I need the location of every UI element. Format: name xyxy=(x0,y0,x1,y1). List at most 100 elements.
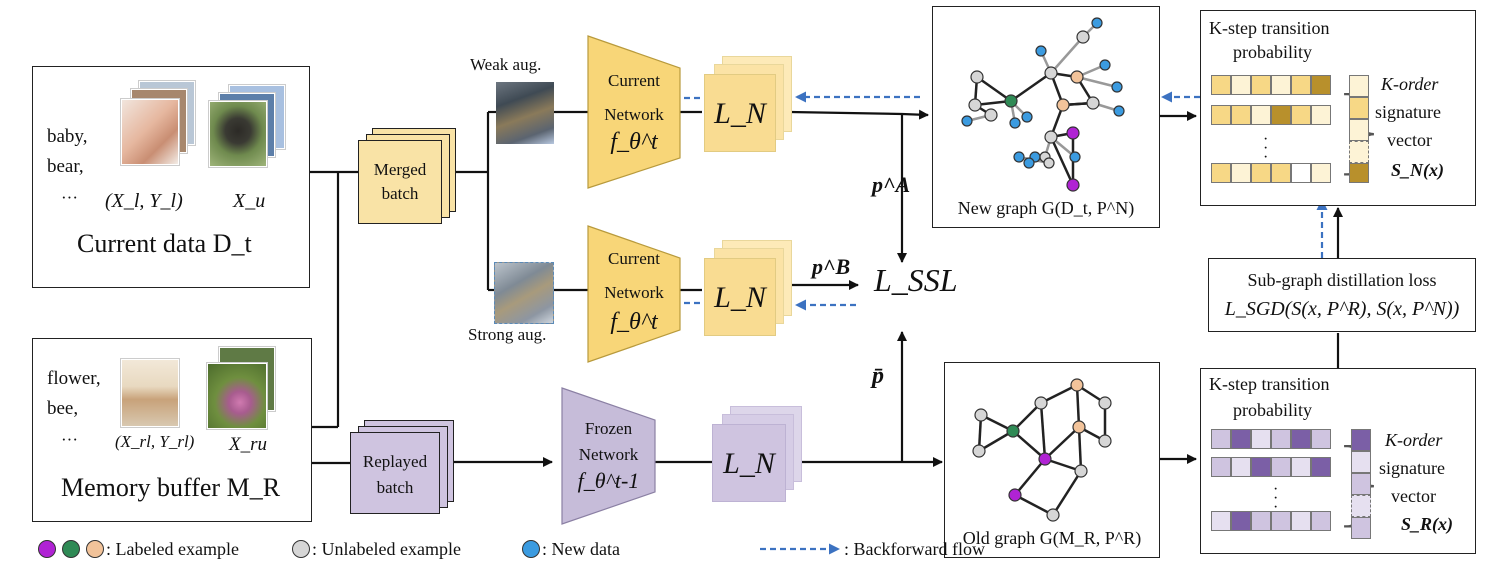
node-labeled-purple xyxy=(1008,488,1022,502)
legend-purple-dot xyxy=(38,540,56,558)
edge-black xyxy=(1075,384,1081,428)
unlabeled-image-bee xyxy=(207,363,267,429)
new-signature-vector xyxy=(1349,75,1369,183)
edge-gray xyxy=(1050,36,1084,74)
merged-batch-block: Merged batch xyxy=(358,140,442,224)
sgd-loss-box: Sub-graph distillation loss L_SGD(S(x, P… xyxy=(1208,258,1476,332)
sgd-loss-title: Sub-graph distillation loss xyxy=(1247,270,1437,290)
node-labeled-green xyxy=(1006,424,1020,438)
new-transition-title-line2: probability xyxy=(1233,42,1312,62)
legend-peach-dot xyxy=(86,540,104,558)
arrow-ln-to-newgraph xyxy=(789,109,929,120)
old-signature-vector xyxy=(1351,429,1371,539)
old-transition-box: K-step transition probability ··· } K-or… xyxy=(1200,368,1476,554)
edge-black xyxy=(1010,71,1052,103)
node-unlabeled xyxy=(1046,508,1060,522)
class-label-2: bear, xyxy=(47,156,84,177)
legend-labeled-text: : Labeled example xyxy=(106,539,239,559)
new-transition-box: K-step transition probability ··· } K-or… xyxy=(1200,10,1476,206)
unlabeled-image-bear xyxy=(209,101,267,167)
labeled-image-baby xyxy=(121,99,179,165)
edge-black xyxy=(1077,426,1083,472)
node-unlabeled xyxy=(1086,96,1100,110)
legend-gray-dot xyxy=(292,540,310,558)
node-unlabeled xyxy=(1098,434,1112,448)
old-graph-svg xyxy=(972,378,1112,522)
labeled-set-label: (X_l, Y_l) xyxy=(105,190,183,212)
merged-batch-label-line2: batch xyxy=(381,184,419,203)
replayed-batch-label-line1: Replayed xyxy=(362,452,428,471)
new-signature-symbol: S_N(x) xyxy=(1391,160,1444,180)
new-signature-line2: signature xyxy=(1375,102,1441,122)
new-graph-box: New graph G(D_t, P^N) xyxy=(932,6,1160,228)
node-new-data xyxy=(1091,17,1103,29)
old-graph-box: Old graph G(M_R, P^R) xyxy=(944,362,1160,558)
edge-black xyxy=(1039,402,1047,460)
strong-aug-image xyxy=(494,262,554,324)
current-data-title: Current data D_t xyxy=(77,229,252,258)
replayed-batch-label-line2: batch xyxy=(376,478,414,497)
node-unlabeled xyxy=(1044,130,1058,144)
new-graph-svg xyxy=(961,17,1125,192)
legend-unlabeled-text: : Unlabeled example xyxy=(312,539,461,559)
class-label-1: baby, xyxy=(47,126,88,147)
l-ssl-label: L_SSL xyxy=(874,262,958,298)
legend-blue-dot xyxy=(522,540,540,558)
current-network-bottom-shape xyxy=(587,225,681,363)
class-label-ellipsis: ··· xyxy=(61,188,78,207)
current-network-bottom-line2: Network xyxy=(604,283,664,302)
node-labeled-green xyxy=(1004,94,1018,108)
current-data-box: baby, bear, ··· (X_l, Y_l) X_u Current d… xyxy=(32,66,310,288)
old-matrix-ellipsis: ··· xyxy=(1273,481,1279,516)
node-unlabeled xyxy=(974,408,988,422)
weak-aug-label: Weak aug. xyxy=(470,55,542,74)
new-matrix-ellipsis: ··· xyxy=(1263,131,1269,166)
node-new-data xyxy=(1035,45,1047,57)
old-matrix-row-2 xyxy=(1211,457,1331,477)
memory-buffer-box: flower, bee, ··· (X_rl, Y_rl) X_ru Memor… xyxy=(32,338,312,522)
replayed-batch-block: Replayed batch xyxy=(350,432,440,514)
edge-gray xyxy=(1076,75,1118,89)
old-signature-line1: K-order xyxy=(1385,430,1443,450)
memory-class-label-1: flower, xyxy=(47,368,101,389)
old-matrix-row-last xyxy=(1211,511,1331,531)
new-graph-caption: New graph G(D_t, P^N) xyxy=(957,198,1135,218)
ln-frozen-label: L_N xyxy=(723,447,775,480)
legend-newdata-text: : New data xyxy=(542,539,620,559)
edge-black xyxy=(1040,383,1078,405)
node-new-data xyxy=(1111,81,1123,93)
node-unlabeled xyxy=(968,98,982,112)
node-new-data xyxy=(1021,111,1033,123)
node-unlabeled xyxy=(984,108,998,122)
node-labeled-purple xyxy=(1066,178,1080,192)
old-graph-caption: Old graph G(M_R, P^R) xyxy=(962,528,1142,548)
new-signature-line1: K-order xyxy=(1381,74,1439,94)
merged-batch-label-line1: Merged xyxy=(373,160,427,179)
legend-backforward-text: : Backforward flow xyxy=(844,539,985,559)
node-new-data xyxy=(961,115,973,127)
ln-top-label: L_N xyxy=(714,97,766,130)
node-unlabeled xyxy=(1076,30,1090,44)
edge-black xyxy=(1014,493,1054,517)
ln-bottom-label: L_N xyxy=(714,281,766,314)
edge-black xyxy=(1049,136,1075,186)
memory-unlabeled-set-label: X_ru xyxy=(229,434,267,455)
node-labeled-purple xyxy=(1066,126,1080,140)
old-matrix-row-1 xyxy=(1211,429,1331,449)
frozen-network-line2: Network xyxy=(578,445,639,464)
node-new-data xyxy=(1023,157,1035,169)
new-matrix-row-2 xyxy=(1211,105,1331,125)
node-labeled-peach xyxy=(1056,98,1070,112)
current-network-top-symbol: f_θ^t xyxy=(610,129,658,155)
old-signature-line3: vector xyxy=(1391,486,1436,506)
old-transition-title-line1: K-step transition xyxy=(1209,374,1330,394)
memory-class-label-2: bee, xyxy=(47,398,79,419)
ln-bottom-block: L_N xyxy=(704,258,776,336)
old-transition-title-line2: probability xyxy=(1233,400,1312,420)
current-network-top-line2: Network xyxy=(604,105,664,124)
frozen-network-line1: Frozen xyxy=(584,419,633,438)
legend-green-dot xyxy=(62,540,80,558)
node-unlabeled xyxy=(972,444,986,458)
edge-black xyxy=(976,75,1012,103)
